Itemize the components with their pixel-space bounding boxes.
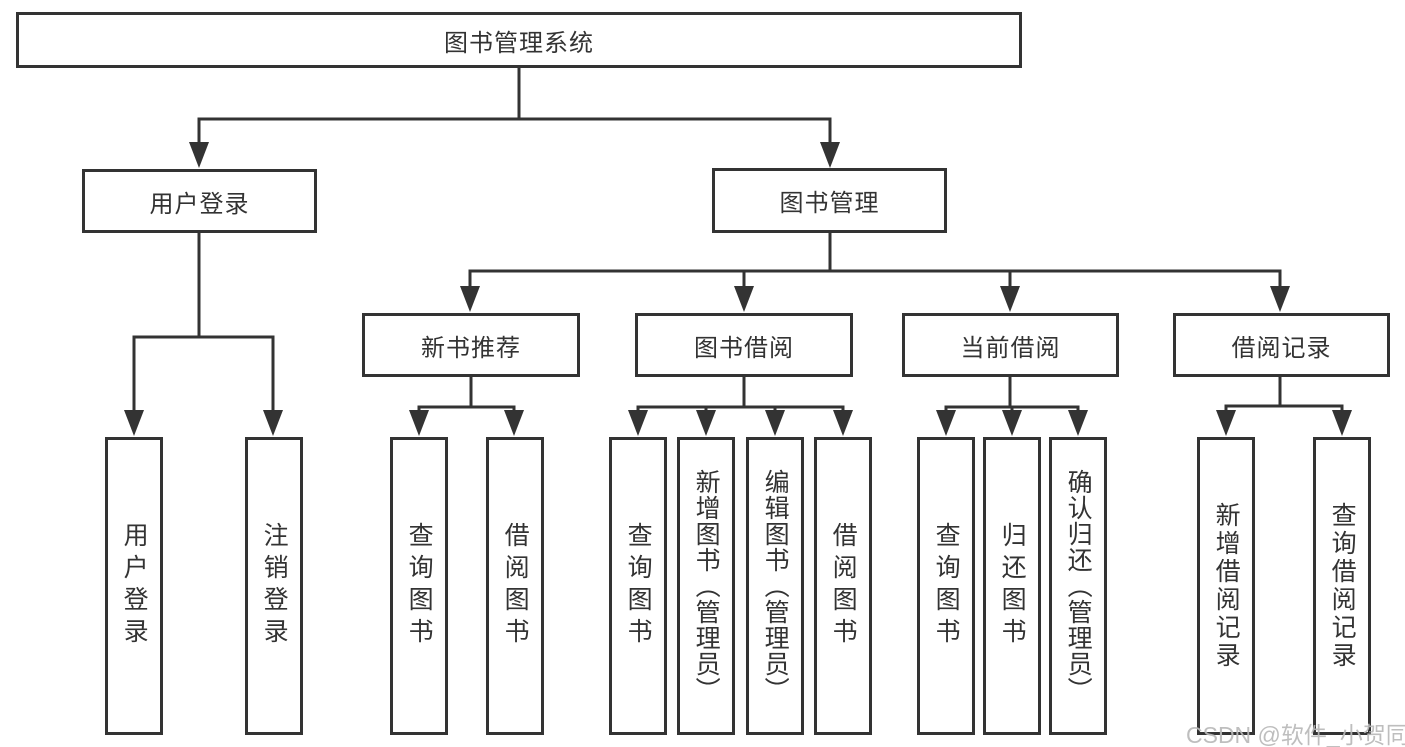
connector-line: [417, 405, 516, 414]
arrowhead-icon: [263, 410, 283, 436]
node-library-management-system: 图书管理系统: [16, 12, 1022, 68]
leaf-query-borrow-record: 查询借阅记录: [1313, 437, 1371, 735]
node-label: 图书借阅: [694, 334, 794, 362]
node-label: 借阅图书: [501, 522, 530, 650]
arrowhead-icon: [189, 142, 209, 168]
connector-line: [197, 117, 832, 147]
arrowhead-icon: [124, 410, 144, 436]
connector-line: [1224, 404, 1344, 414]
node-label: 当前借阅: [960, 334, 1061, 362]
node-label: 新增借阅记录: [1212, 502, 1241, 670]
node-label: 归还图书: [998, 522, 1027, 650]
leaf-query-books-recommend: 查询图书: [390, 437, 448, 735]
node-current-borrowing: 当前借阅: [902, 313, 1119, 377]
leaf-logout: 注销登录: [245, 437, 303, 735]
node-label: 图书管理: [779, 190, 880, 217]
arrowhead-icon: [460, 286, 480, 312]
arrowhead-icon: [1068, 410, 1088, 436]
node-user-login: 用户登录: [82, 169, 317, 233]
node-label: 借阅图书: [829, 522, 858, 650]
arrowhead-icon: [504, 410, 524, 436]
node-label: 确认归还（管理员）: [1064, 469, 1093, 703]
arrowhead-icon: [936, 410, 956, 436]
node-label: 查询图书: [624, 522, 653, 650]
leaf-return-book: 归还图书: [983, 437, 1041, 735]
node-label: 注销登录: [260, 522, 289, 650]
connector-line: [468, 269, 1282, 292]
arrowhead-icon: [833, 410, 853, 436]
leaf-query-books-current: 查询图书: [917, 437, 975, 735]
node-label: 新书推荐: [421, 334, 521, 362]
arrowhead-icon: [734, 286, 754, 312]
leaf-query-books-borrowing: 查询图书: [609, 437, 667, 735]
connector-line: [944, 405, 1080, 414]
arrowhead-icon: [696, 410, 716, 436]
arrowhead-icon: [820, 142, 840, 168]
node-label: 用户登录: [149, 190, 250, 218]
arrowhead-icon: [409, 410, 429, 436]
arrowhead-icon: [1216, 410, 1236, 436]
arrowhead-icon: [1000, 286, 1020, 312]
leaf-add-borrow-record: 新增借阅记录: [1197, 437, 1255, 735]
node-label: 查询图书: [405, 522, 434, 650]
leaf-borrow-books-recommend: 借阅图书: [486, 437, 544, 735]
arrowhead-icon: [628, 410, 648, 436]
leaf-edit-book-admin: 编辑图书（管理员）: [746, 437, 804, 735]
arrowhead-icon: [1332, 410, 1352, 436]
node-label: 新增图书（管理员）: [692, 469, 721, 703]
csdn-watermark: CSDN @软件_小贺同学: [1186, 722, 1405, 747]
node-label: 借阅记录: [1231, 334, 1332, 362]
arrowhead-icon: [1270, 286, 1290, 312]
node-book-borrowing: 图书借阅: [635, 313, 853, 377]
connector-line: [636, 405, 845, 414]
node-label: 查询借阅记录: [1328, 502, 1357, 670]
node-label: 编辑图书（管理员）: [761, 469, 790, 703]
node-borrow-records: 借阅记录: [1173, 313, 1390, 377]
node-new-book-recommend: 新书推荐: [362, 313, 580, 377]
arrowhead-icon: [765, 410, 785, 436]
arrowhead-icon: [1002, 410, 1022, 436]
leaf-add-book-admin: 新增图书（管理员）: [677, 437, 735, 735]
node-label: 查询图书: [932, 522, 961, 650]
connector-line: [132, 335, 275, 414]
leaf-borrow-books-borrowing: 借阅图书: [814, 437, 872, 735]
leaf-confirm-return-admin: 确认归还（管理员）: [1049, 437, 1107, 735]
node-label: 图书管理系统: [444, 29, 594, 57]
node-book-management: 图书管理: [712, 168, 947, 233]
leaf-user-login: 用户登录: [105, 437, 163, 735]
node-label: 用户登录: [120, 522, 149, 650]
